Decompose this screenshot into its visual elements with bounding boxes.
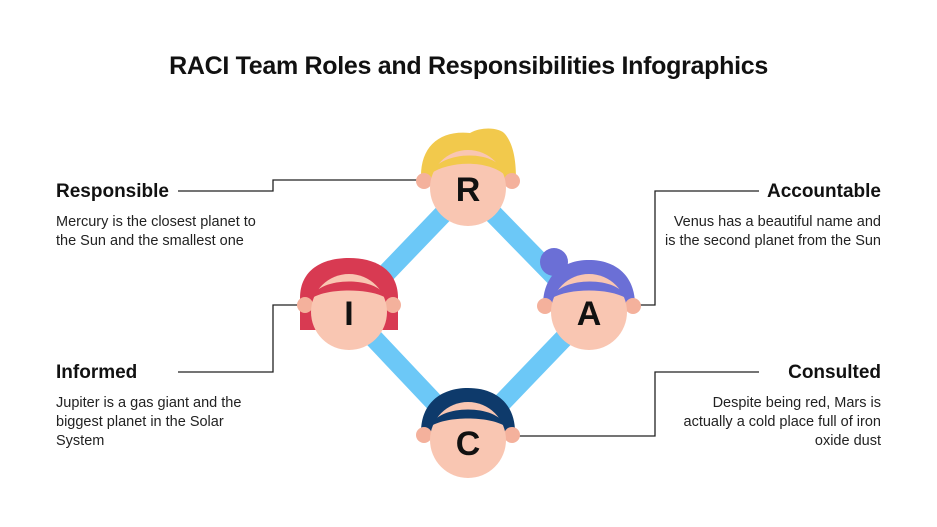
pointer-line-consulted bbox=[512, 371, 759, 437]
page-title: RACI Team Roles and Responsibilities Inf… bbox=[169, 52, 768, 80]
ear-left-consulted bbox=[416, 427, 432, 443]
ear-right-responsible bbox=[504, 173, 520, 189]
face-responsible: R bbox=[416, 128, 520, 226]
fringe-responsible bbox=[430, 155, 506, 176]
head-accountable bbox=[551, 274, 627, 350]
ear-right-informed bbox=[385, 297, 401, 313]
head-consulted bbox=[430, 402, 506, 478]
ear-right-consulted bbox=[504, 427, 520, 443]
face-consulted: C bbox=[416, 388, 520, 478]
pointer-lines bbox=[178, 179, 759, 437]
letter-a: A bbox=[577, 295, 602, 333]
ear-right-accountable bbox=[625, 298, 641, 314]
consulted-block: Consulted Despite being red, Mars is act… bbox=[661, 362, 881, 451]
informed-description: Jupiter is a gas giant and the biggest p… bbox=[56, 395, 242, 449]
letter-r: R bbox=[456, 171, 481, 209]
pointer-line-accountable bbox=[628, 190, 759, 306]
head-informed bbox=[311, 274, 387, 350]
ear-left-accountable bbox=[537, 298, 553, 314]
pointer-line-responsible bbox=[178, 179, 436, 192]
fringe-accountable bbox=[552, 281, 626, 298]
accountable-block: Accountable Venus has a beautiful name a… bbox=[661, 181, 881, 251]
ear-left-informed bbox=[297, 297, 313, 313]
letter-c: C bbox=[456, 425, 481, 463]
responsible-block: Responsible Mercury is the closest plane… bbox=[56, 181, 276, 251]
informed-block: Informed Jupiter is a gas giant and the … bbox=[56, 362, 276, 451]
head-responsible bbox=[430, 150, 506, 226]
consulted-description: Despite being red, Mars is actually a co… bbox=[683, 395, 881, 449]
fringe-informed bbox=[312, 281, 386, 298]
letter-i: I bbox=[344, 295, 353, 333]
accountable-heading: Accountable bbox=[766, 181, 881, 202]
ear-left-responsible bbox=[416, 173, 432, 189]
face-accountable: A bbox=[537, 248, 641, 350]
responsible-description: Mercury is the closest planet to the Sun… bbox=[56, 214, 256, 249]
responsible-heading: Responsible bbox=[56, 181, 169, 202]
fringe-consulted bbox=[431, 409, 505, 426]
consulted-heading: Consulted bbox=[788, 362, 881, 383]
informed-heading: Informed bbox=[56, 362, 138, 383]
accountable-description: Venus has a beautiful name and is the se… bbox=[664, 214, 881, 249]
pointer-line-informed bbox=[178, 304, 313, 373]
face-informed: I bbox=[297, 258, 401, 350]
